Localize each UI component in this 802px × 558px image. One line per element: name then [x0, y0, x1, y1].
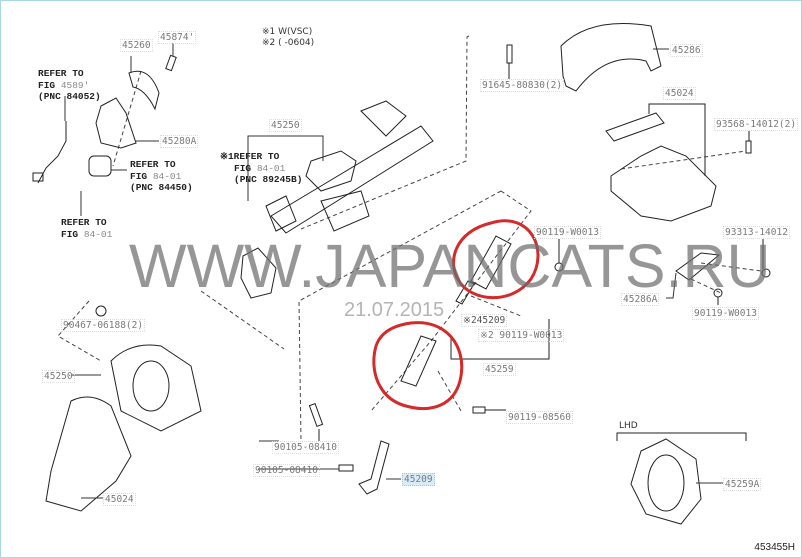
part-label-45259[interactable]: 45259: [483, 363, 516, 376]
fig-number[interactable]: 4589': [60, 79, 90, 91]
refer-line: ※1REFER TO: [220, 151, 280, 162]
wire-harness: [32, 121, 67, 184]
assembly-dashed-lines: [57, 35, 762, 442]
part-label-45260[interactable]: 45260: [120, 39, 153, 52]
refer-to-fig-4589[interactable]: REFER TO FIG 4589' (PNC 84052): [38, 68, 101, 103]
part-label-90119-w0013-shaft[interactable]: ※2 90119-W0013: [478, 329, 565, 342]
screw-45874: [165, 54, 177, 72]
part-label-90467-06188[interactable]: 90467-06188(2): [61, 319, 146, 332]
bolt-90105-08410-a: [308, 402, 324, 441]
bolt-93568: [745, 131, 752, 154]
pnc-label: (PNC 84450): [130, 182, 193, 193]
lhd-bracket: [616, 432, 747, 441]
part-label-45024-cover[interactable]: 45024: [663, 87, 696, 100]
refer-line: REFER TO: [61, 217, 107, 228]
pnc-label: (PNC 84052): [38, 91, 101, 102]
part-label-45250-column[interactable]: 45250: [269, 119, 302, 132]
part-label-45286[interactable]: 45286: [670, 44, 703, 57]
fig-label: FIG: [130, 170, 153, 182]
watermark-site: WWW.JAPANCATS.RU: [129, 232, 771, 300]
refer-line: REFER TO: [130, 159, 176, 170]
refer-to-fig-84-01-pnc-84450[interactable]: REFER TO FIG 84-01 (PNC 84450): [130, 159, 193, 194]
part-label-45874[interactable]: 45874': [158, 31, 197, 44]
part-label-90119-08560[interactable]: 90119-08560: [506, 411, 573, 424]
fig-number[interactable]: 84-01: [83, 228, 113, 240]
part-label-45259a[interactable]: 45259A: [723, 478, 762, 491]
part-label-90105-08410-lower[interactable]: 90105-08410: [253, 464, 320, 477]
refer-to-fig-84-01[interactable]: REFER TO FIG 84-01: [61, 217, 112, 240]
note-2: ※2 ( -0604): [262, 38, 315, 48]
bolt-90119-08560: [472, 406, 506, 414]
bolt-90119-w0013-b: [713, 288, 723, 305]
switch-unit: [88, 155, 112, 177]
highlight-circle-lower-joint: [372, 321, 464, 410]
fig-label: FIG: [38, 79, 61, 91]
refer-line: REFER TO: [38, 68, 84, 79]
leader-lines: [64, 43, 723, 499]
part-label-93313-14012[interactable]: 93313-14012: [723, 226, 790, 239]
duct-45024-lower: [45, 396, 132, 512]
part-label-45250-lower[interactable]: 45250: [42, 370, 75, 383]
part-label-91645-80830[interactable]: 91645-80830(2): [480, 79, 565, 92]
bolt-93313: [761, 239, 771, 278]
pnc-label: (PNC 89245B): [234, 174, 303, 185]
cover-45286: [560, 23, 662, 92]
bolt-90105-08410-b: [338, 464, 354, 472]
fig-number[interactable]: 84-01: [152, 170, 182, 182]
fig-number[interactable]: 84-01: [256, 162, 286, 174]
part-label-45286a[interactable]: 45286A: [621, 293, 660, 306]
bracket-45286A: [675, 252, 721, 281]
bracket-45280A: [95, 97, 137, 149]
watermark-date: 21.07.2015: [344, 299, 445, 321]
fig-label: FIG: [234, 162, 257, 174]
part-label-45280a[interactable]: 45280A: [160, 135, 199, 148]
part-label-90105-08410-upper[interactable]: 90105-08410: [272, 441, 339, 454]
shaft-45209: [358, 440, 390, 495]
part-label-245209[interactable]: ※245209: [461, 314, 508, 327]
part-label-90119-w0013-upper[interactable]: 90119-W0013: [534, 226, 601, 239]
part-label-93568-14012[interactable]: 93568-14012(2): [714, 118, 799, 131]
steering-column-45250: [240, 100, 434, 299]
part-label-45209-selected[interactable]: 45209: [402, 473, 435, 486]
diagram-code: 453455H: [754, 542, 795, 553]
lhd-label: LHD: [619, 421, 638, 431]
part-label-45024-lower[interactable]: 45024: [103, 493, 136, 506]
refer-to-fig-84-01-pnc-89245b[interactable]: ※1REFER TO FIG 84-01 (PNC 89245B): [220, 151, 302, 186]
fig-label: FIG: [61, 228, 84, 240]
clamp-45260: [128, 70, 160, 111]
part-label-90119-w0013-right[interactable]: 90119-W0013: [692, 307, 759, 320]
bolt-90119-w0013-a: [554, 239, 564, 272]
bolt-91645: [506, 44, 513, 79]
clip-90467: [95, 305, 107, 317]
cover-45024: [605, 103, 717, 222]
note-1: ※1 W(VSC): [262, 27, 313, 37]
highlight-circle-upper-joint: [452, 219, 540, 300]
cover-45250-lower: [110, 344, 202, 432]
intermediate-shaft-45259: [400, 235, 550, 387]
cover-45259A: [630, 438, 702, 525]
